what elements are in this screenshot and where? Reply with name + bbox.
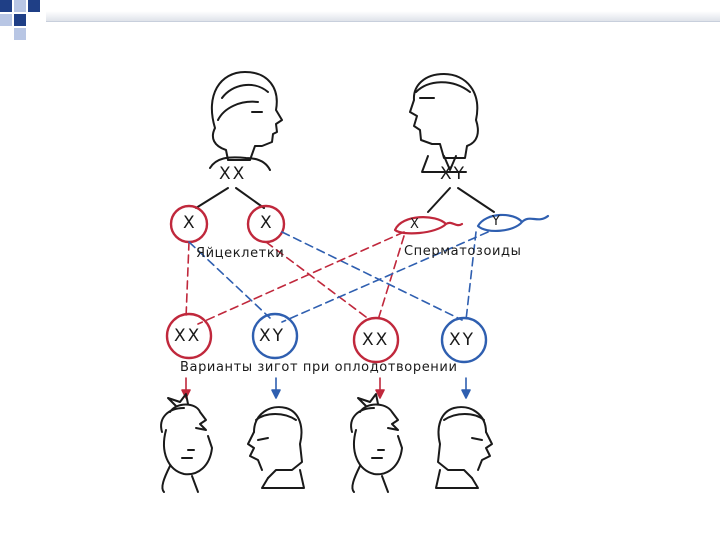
- girl-portrait-icon-2: [350, 393, 403, 493]
- zygote-circle-1: [165, 312, 213, 360]
- sperm-y-label: Y: [492, 214, 501, 229]
- zygote-circle-2: [251, 312, 299, 360]
- egg-label-2: X: [260, 213, 274, 233]
- sperm-y-icon: [476, 213, 550, 232]
- eggs-caption: Яйцеклетки: [196, 246, 285, 261]
- zygote-label-4: XY: [449, 330, 476, 350]
- arrow-4-icon: [461, 377, 471, 399]
- arrow-3-icon: [375, 377, 385, 399]
- zygote-label-2: XY: [259, 326, 286, 346]
- father-genotype: XY: [440, 164, 467, 184]
- fertilization-lines: [185, 231, 489, 325]
- parent-lines: [195, 187, 495, 213]
- father-portrait-icon: [409, 73, 479, 173]
- corner-decoration: [0, 0, 40, 40]
- zygote-label-3: XX: [362, 330, 390, 350]
- sperm-x-icon: [393, 216, 464, 235]
- sperm-caption: Сперматозоиды: [404, 244, 522, 259]
- zygote-label-1: XX: [174, 326, 202, 346]
- egg-label-1: X: [183, 213, 197, 233]
- arrow-2-icon: [271, 377, 281, 399]
- zygotes-caption: Варианты зигот при оплодотворении: [180, 360, 458, 375]
- girl-portrait-icon-1: [160, 393, 213, 493]
- boy-portrait-icon-1: [247, 406, 305, 489]
- sperm-x-label: X: [410, 217, 420, 232]
- top-rule: [46, 11, 720, 22]
- mother-portrait-icon: [209, 71, 283, 171]
- boy-portrait-icon-2: [435, 406, 493, 489]
- zygote-circle-3: [352, 316, 400, 364]
- zygote-circle-4: [440, 316, 488, 364]
- mother-genotype: XX: [219, 164, 247, 184]
